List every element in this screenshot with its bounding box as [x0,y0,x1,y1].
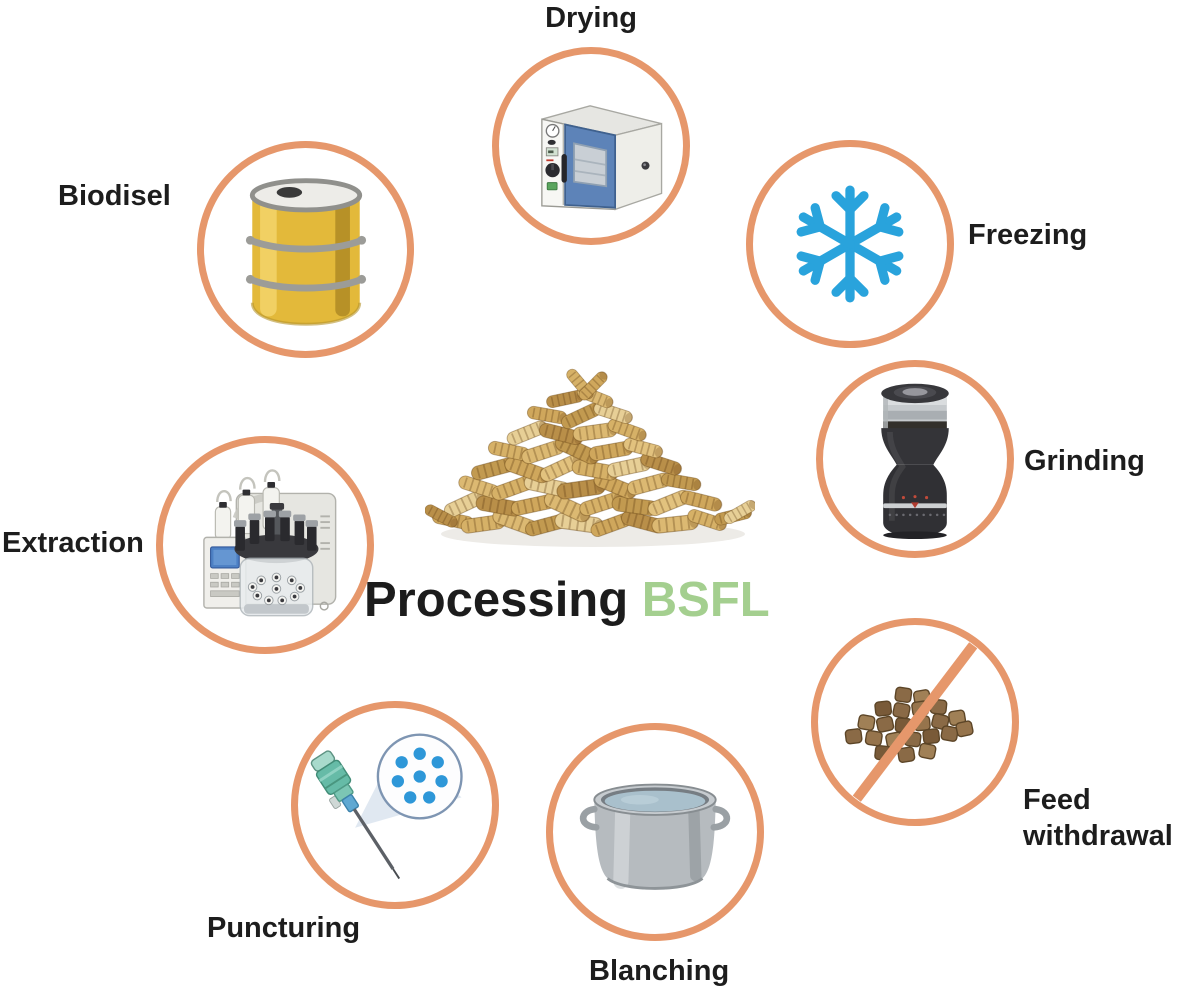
label-biodisel: Biodisel [58,180,171,212]
title-highlight: BSFL [641,573,770,627]
snowflake-icon [796,185,904,303]
puncture-holes [391,747,448,804]
step-circle-freezing [746,140,954,348]
step-circle-biodisel [197,141,414,358]
extraction-apparatus-icon [203,469,337,617]
step-circle-blanching [546,723,764,941]
label-extraction: Extraction [2,527,144,559]
puncture-needle-icon [310,733,463,880]
step-circle-drying [492,47,690,245]
step-circle-extraction [156,436,374,654]
label-freezing: Freezing [968,219,1088,251]
grinder-icon [881,383,949,540]
title-main: Processing [364,573,629,627]
step-circle-feed-withdrawal [811,618,1019,826]
prohibition-line [852,642,978,802]
catheter-needle [310,750,401,880]
page-title: Processing BSFL [364,572,770,628]
label-feed-withdrawal: Feed withdrawal [1023,784,1173,853]
step-circle-puncturing [291,701,499,909]
label-blanching: Blanching [589,955,730,987]
cooking-pot-icon [579,783,731,890]
label-grinding: Grinding [1024,445,1145,477]
larvae-pile-image [425,344,755,552]
no-feed-icon [844,642,978,802]
label-puncturing: Puncturing [207,912,361,944]
drying-oven-icon [541,105,663,211]
label-drying: Drying [545,2,637,34]
oil-barrel-icon [245,177,366,326]
step-circle-grinding [816,360,1014,558]
sample-vials [247,572,306,606]
